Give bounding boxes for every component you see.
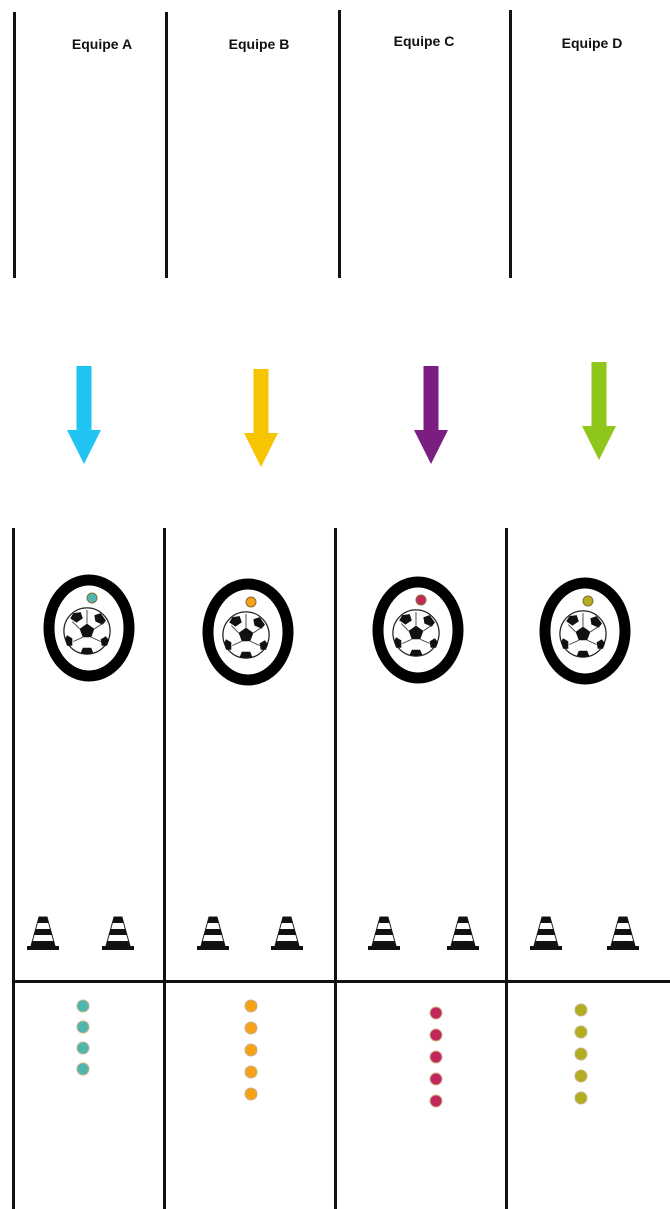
traffic-cone-icon-d-2 (606, 916, 640, 951)
traffic-cone-icon-c-1 (367, 916, 401, 951)
ring-target-icon-c (372, 576, 464, 684)
lane-divider-bottom-4 (505, 528, 508, 1209)
player-dot-icon-c-1 (429, 1006, 443, 1020)
ball-marker-dot-a (86, 592, 98, 604)
arrow-down-icon-d (582, 362, 616, 460)
player-dot-icon-a-3 (76, 1041, 90, 1055)
player-dot-icon-d-4 (574, 1069, 588, 1083)
player-dot-icon-d-5 (574, 1091, 588, 1105)
soccer-ball-icon-a (63, 607, 111, 655)
player-dot-icon-d-1 (574, 1003, 588, 1017)
team-label-d: Equipe D (561, 35, 623, 51)
lane-divider-top-3 (338, 10, 341, 278)
ball-marker-dot-c (415, 594, 427, 606)
soccer-ball-icon-b (222, 611, 270, 659)
lane-divider-top-2 (165, 12, 168, 278)
lane-divider-bottom-2 (163, 528, 166, 1209)
player-dot-icon-d-3 (574, 1047, 588, 1061)
soccer-ball-icon-d (559, 610, 607, 658)
player-dot-icon-a-4 (76, 1062, 90, 1076)
arrow-down-icon-c (414, 366, 448, 464)
player-dot-icon-b-4 (244, 1065, 258, 1079)
player-dot-icon-b-2 (244, 1021, 258, 1035)
player-dot-icon-b-5 (244, 1087, 258, 1101)
team-label-c: Equipe C (393, 33, 455, 49)
soccer-ball-icon-c (392, 609, 440, 657)
player-dot-icon-c-5 (429, 1094, 443, 1108)
player-dot-icon-c-3 (429, 1050, 443, 1064)
ring-target-icon-d (539, 577, 631, 685)
traffic-cone-icon-c-2 (446, 916, 480, 951)
traffic-cone-icon-b-1 (196, 916, 230, 951)
lane-divider-bottom-3 (334, 528, 337, 1209)
player-dot-icon-b-1 (244, 999, 258, 1013)
traffic-cone-icon-d-1 (529, 916, 563, 951)
lane-divider-bottom-1 (12, 528, 15, 1209)
team-label-a: Equipe A (71, 36, 133, 52)
player-dot-icon-a-2 (76, 1020, 90, 1034)
lane-divider-top-1 (13, 12, 16, 278)
ball-marker-dot-d (582, 595, 594, 607)
team-label-b: Equipe B (228, 36, 290, 52)
lane-divider-top-4 (509, 10, 512, 278)
ring-target-icon-b (202, 578, 294, 686)
start-line (12, 980, 670, 983)
traffic-cone-icon-a-2 (101, 916, 135, 951)
traffic-cone-icon-a-1 (26, 916, 60, 951)
traffic-cone-icon-b-2 (270, 916, 304, 951)
player-dot-icon-a-1 (76, 999, 90, 1013)
ring-target-icon-a (43, 574, 135, 682)
arrow-down-icon-a (67, 366, 101, 464)
arrow-down-icon-b (244, 369, 278, 467)
player-dot-icon-d-2 (574, 1025, 588, 1039)
player-dot-icon-b-3 (244, 1043, 258, 1057)
ball-marker-dot-b (245, 596, 257, 608)
player-dot-icon-c-2 (429, 1028, 443, 1042)
player-dot-icon-c-4 (429, 1072, 443, 1086)
